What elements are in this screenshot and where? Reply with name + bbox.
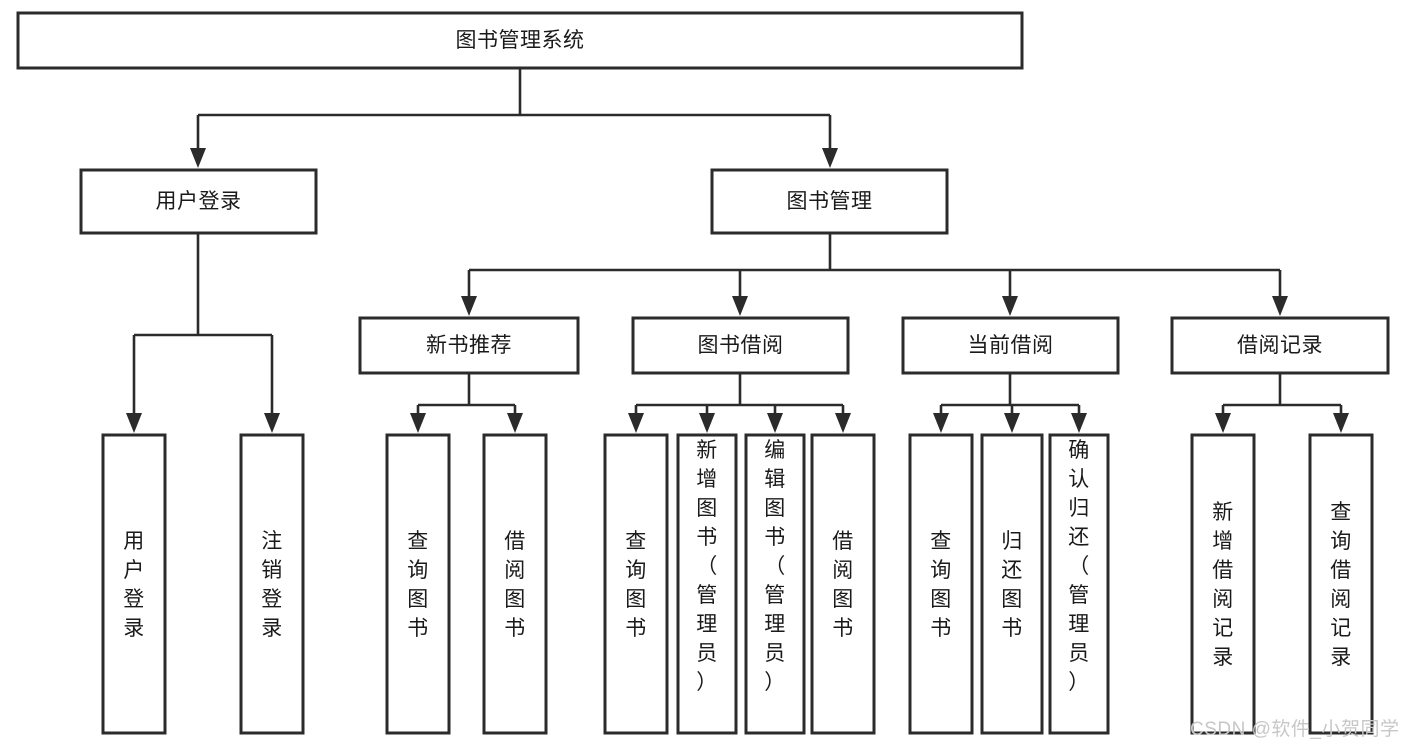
node-user-login[interactable]: 用户登录 — [79, 168, 318, 235]
node-leaf-user-login[interactable]: 用户登录 — [101, 433, 167, 735]
connector-group — [410, 373, 523, 433]
node-book-borrow[interactable]: 图书借阅 — [631, 316, 850, 375]
arrow-head-icon — [1002, 296, 1018, 316]
node-label: 查询图书 — [930, 530, 952, 640]
node-box[interactable] — [603, 433, 669, 735]
node-box[interactable] — [385, 433, 451, 735]
arrow-head-icon — [699, 413, 715, 433]
node-label: 注销登录 — [261, 530, 283, 640]
node-label: 用户登录 — [156, 190, 242, 213]
arrow-head-icon — [1004, 413, 1020, 433]
node-box[interactable] — [631, 316, 850, 375]
node-box[interactable] — [79, 168, 318, 235]
arrow-head-icon — [628, 413, 644, 433]
node-box[interactable] — [1190, 433, 1256, 735]
node-leaf-query-borrow-record[interactable]: 查询借阅记录 — [1308, 433, 1374, 735]
node-box[interactable] — [676, 433, 738, 735]
node-layer: 图书管理系统用户登录图书管理新书推荐图书借阅当前借阅借阅记录用户登录注销登录查询… — [16, 11, 1390, 735]
arrow-head-icon — [822, 148, 838, 168]
arrow-head-icon — [835, 413, 851, 433]
node-box[interactable] — [239, 433, 305, 735]
arrow-head-icon — [461, 296, 477, 316]
node-box[interactable] — [980, 433, 1044, 735]
node-box[interactable] — [1308, 433, 1374, 735]
node-box[interactable] — [810, 433, 876, 735]
arrow-head-icon — [126, 413, 142, 433]
node-leaf-user-logout[interactable]: 注销登录 — [239, 433, 305, 735]
node-leaf-borrow-book[interactable]: 借阅图书 — [810, 433, 876, 735]
node-label: 确认归还（管理员） — [1068, 439, 1090, 694]
node-box[interactable] — [482, 433, 548, 735]
node-book-manage[interactable]: 图书管理 — [710, 168, 949, 235]
node-label: 新增借阅记录 — [1212, 501, 1234, 669]
node-label: 用户登录 — [123, 530, 145, 640]
node-label: 借阅图书 — [832, 530, 854, 640]
connector-group — [126, 233, 280, 433]
node-leaf-add-borrow-record[interactable]: 新增借阅记录 — [1190, 433, 1256, 735]
node-label: 查询借阅记录 — [1330, 501, 1352, 669]
node-box[interactable] — [16, 11, 1024, 70]
node-label: 借阅图书 — [504, 530, 526, 640]
connector-group — [461, 233, 1288, 316]
connector-group — [628, 373, 851, 433]
node-label: 图书管理 — [787, 190, 873, 213]
node-label: 当前借阅 — [968, 334, 1054, 357]
connector-group — [933, 373, 1087, 433]
node-label: 图书管理系统 — [456, 29, 585, 52]
node-leaf-borrow-book-rec[interactable]: 借阅图书 — [482, 433, 548, 735]
arrow-head-icon — [410, 413, 426, 433]
node-leaf-return-book[interactable]: 归还图书 — [980, 433, 1044, 735]
connector-group — [1215, 373, 1349, 433]
node-leaf-query-book-current[interactable]: 查询图书 — [908, 433, 974, 735]
arrow-head-icon — [933, 413, 949, 433]
node-box[interactable] — [901, 316, 1120, 375]
connector-layer — [126, 68, 1349, 433]
arrow-head-icon — [1333, 413, 1349, 433]
arrow-head-icon — [507, 413, 523, 433]
node-label: 图书借阅 — [698, 334, 784, 357]
arrow-head-icon — [1272, 296, 1288, 316]
node-box[interactable] — [101, 433, 167, 735]
node-label: 归还图书 — [1001, 530, 1023, 640]
node-box[interactable] — [1048, 433, 1110, 735]
node-leaf-query-book-rec[interactable]: 查询图书 — [385, 433, 451, 735]
arrow-head-icon — [190, 148, 206, 168]
node-root[interactable]: 图书管理系统 — [16, 11, 1024, 70]
node-leaf-add-book-admin[interactable]: 新增图书（管理员） — [676, 433, 738, 735]
node-label: 编辑图书（管理员） — [764, 439, 786, 694]
node-label: 查询图书 — [407, 530, 429, 640]
node-box[interactable] — [710, 168, 949, 235]
node-box[interactable] — [1170, 316, 1390, 375]
arrow-head-icon — [1071, 413, 1087, 433]
node-label: 查询图书 — [625, 530, 647, 640]
node-label: 新增图书（管理员） — [696, 439, 718, 694]
node-borrow-record[interactable]: 借阅记录 — [1170, 316, 1390, 375]
node-leaf-query-book-borrow[interactable]: 查询图书 — [603, 433, 669, 735]
node-leaf-edit-book-admin[interactable]: 编辑图书（管理员） — [744, 433, 806, 735]
arrow-head-icon — [767, 413, 783, 433]
node-current-borrow[interactable]: 当前借阅 — [901, 316, 1120, 375]
connector-group — [190, 68, 838, 168]
node-new-book-rec[interactable]: 新书推荐 — [358, 316, 580, 375]
arrow-head-icon — [732, 296, 748, 316]
arrow-head-icon — [1215, 413, 1231, 433]
node-label: 借阅记录 — [1237, 334, 1323, 357]
node-box[interactable] — [744, 433, 806, 735]
node-label: 新书推荐 — [426, 334, 512, 357]
node-leaf-confirm-return-admin[interactable]: 确认归还（管理员） — [1048, 433, 1110, 735]
node-box[interactable] — [358, 316, 580, 375]
node-box[interactable] — [908, 433, 974, 735]
arrow-head-icon — [264, 413, 280, 433]
